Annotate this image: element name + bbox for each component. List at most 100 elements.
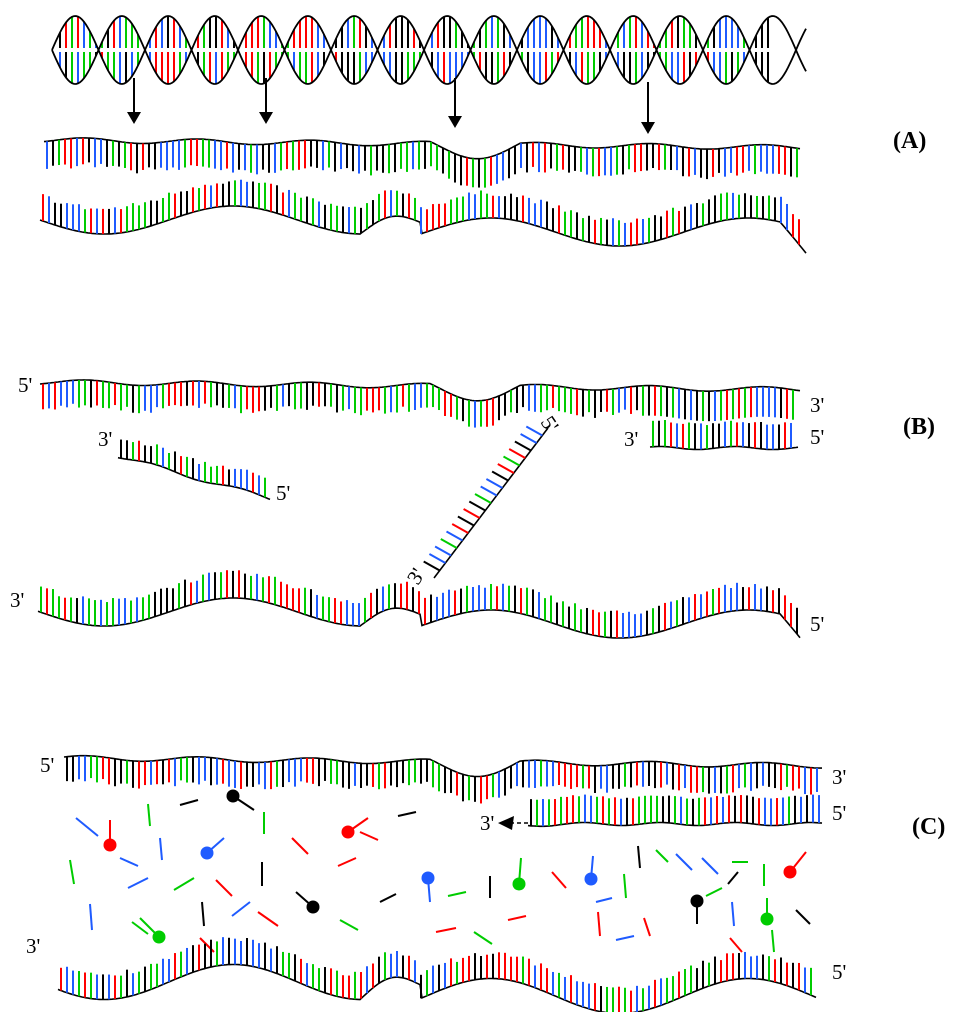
free-base bbox=[731, 901, 735, 927]
backbone bbox=[649, 445, 799, 451]
free-base bbox=[727, 871, 739, 885]
base-tick bbox=[503, 455, 520, 467]
base-tick bbox=[520, 433, 538, 444]
free-base bbox=[89, 903, 93, 931]
b-diagonal-5prime-label: 5' bbox=[536, 411, 564, 436]
c-lower-5prime-label: 5' bbox=[832, 960, 846, 984]
c-new-strand-3prime-label: 3' bbox=[480, 811, 494, 835]
free-base bbox=[337, 857, 357, 867]
free-base bbox=[291, 837, 309, 855]
b-upper-5prime-label: 5' bbox=[18, 373, 32, 397]
b-left-fragment-5prime-label: 5' bbox=[276, 481, 290, 505]
helix-backbone-2 bbox=[51, 15, 807, 85]
free-base bbox=[655, 849, 669, 863]
free-base bbox=[447, 891, 467, 897]
base-tick bbox=[434, 545, 452, 557]
nucleotide-phosphate bbox=[512, 877, 526, 891]
c-new-strand-5prime-label: 5' bbox=[832, 801, 846, 825]
panel-label-a: (A) bbox=[893, 128, 926, 154]
free-base bbox=[131, 921, 149, 935]
free-base bbox=[379, 893, 397, 903]
base-tick bbox=[514, 440, 532, 452]
short-fragment-right bbox=[649, 419, 799, 451]
panel-c-lower-template-strand bbox=[57, 937, 817, 1012]
b-lower-3prime-label: 3' bbox=[10, 588, 24, 612]
base-tick bbox=[508, 448, 526, 459]
free-base bbox=[623, 873, 627, 899]
free-base bbox=[507, 915, 527, 921]
panel-label-c: (C) bbox=[912, 814, 945, 840]
free-base bbox=[173, 877, 195, 891]
helix-backbone-1 bbox=[51, 15, 807, 85]
backbone bbox=[57, 963, 817, 1012]
arrow-head bbox=[448, 116, 462, 128]
free-base bbox=[359, 831, 379, 841]
free-base bbox=[473, 931, 493, 945]
free-base bbox=[643, 917, 651, 937]
short-fragment-left bbox=[117, 439, 271, 501]
free-base bbox=[729, 937, 743, 953]
free-base bbox=[597, 911, 601, 937]
panel-b-primers: 5' 3' 3' 5' 3' 5' 5' 3' 3' 5' (B) bbox=[10, 373, 935, 639]
free-base bbox=[215, 879, 233, 897]
nucleotide-phosphate bbox=[421, 871, 435, 885]
base-tick bbox=[457, 515, 475, 527]
free-base bbox=[705, 887, 723, 897]
double-helix bbox=[51, 15, 807, 85]
free-nucleotides bbox=[69, 789, 811, 953]
panel-label-b: (B) bbox=[903, 414, 935, 440]
arrow-head bbox=[498, 816, 514, 830]
nucleotide-phosphate bbox=[690, 894, 704, 908]
nucleotide-phosphate bbox=[760, 912, 774, 926]
panel-c-elongation: 5' 3' 3' 5' 3' 5' (C) bbox=[26, 753, 945, 1012]
panel-a-lower-strand bbox=[39, 179, 807, 254]
arrow-head bbox=[127, 112, 141, 124]
nucleotide-phosphate bbox=[226, 789, 240, 803]
b-left-fragment-3prime-label: 3' bbox=[98, 427, 112, 451]
b-upper-3prime-label: 3' bbox=[810, 393, 824, 417]
free-base bbox=[147, 803, 151, 827]
arrow-head bbox=[259, 112, 273, 124]
base-tick bbox=[428, 553, 446, 564]
panel-a-upper-strand bbox=[43, 137, 801, 188]
b-right-fragment-3prime-label: 3' bbox=[624, 427, 638, 451]
free-base bbox=[701, 857, 719, 875]
nucleotide-phosphate bbox=[306, 900, 320, 914]
nucleotide-phosphate bbox=[341, 825, 355, 839]
base-tick bbox=[423, 560, 441, 572]
free-base bbox=[75, 817, 99, 837]
free-base bbox=[127, 877, 149, 889]
panel-a-unwinding: (A) bbox=[39, 15, 926, 254]
base-tick bbox=[485, 478, 503, 489]
base-tick bbox=[451, 523, 469, 534]
base-tick bbox=[446, 530, 463, 542]
free-base bbox=[159, 837, 163, 861]
panel-c-new-strand bbox=[527, 794, 823, 828]
free-base bbox=[231, 901, 251, 917]
backbone bbox=[43, 137, 801, 160]
base-tick bbox=[480, 485, 498, 497]
free-base bbox=[615, 935, 635, 941]
nucleotide-phosphate bbox=[584, 872, 598, 886]
base-tick bbox=[525, 425, 543, 437]
free-base bbox=[675, 853, 693, 871]
nucleotide-phosphate bbox=[103, 838, 117, 852]
c-upper-3prime-label: 3' bbox=[832, 765, 846, 789]
backbone bbox=[117, 456, 271, 501]
arrow-head bbox=[641, 122, 655, 134]
backbone bbox=[37, 597, 801, 639]
backbone bbox=[39, 205, 807, 254]
base-tick bbox=[468, 500, 486, 512]
free-base bbox=[257, 911, 279, 927]
free-base bbox=[637, 845, 641, 869]
free-base bbox=[119, 857, 139, 867]
free-base bbox=[201, 901, 205, 927]
free-base bbox=[771, 929, 775, 953]
base-tick bbox=[497, 463, 515, 474]
free-base bbox=[179, 799, 199, 806]
panel-c-upper-template-strand bbox=[63, 754, 822, 804]
diagonal-fragment bbox=[423, 425, 549, 579]
panel-b-upper-template-strand bbox=[39, 379, 801, 428]
free-base bbox=[339, 919, 359, 931]
nucleotide-phosphate bbox=[200, 846, 214, 860]
